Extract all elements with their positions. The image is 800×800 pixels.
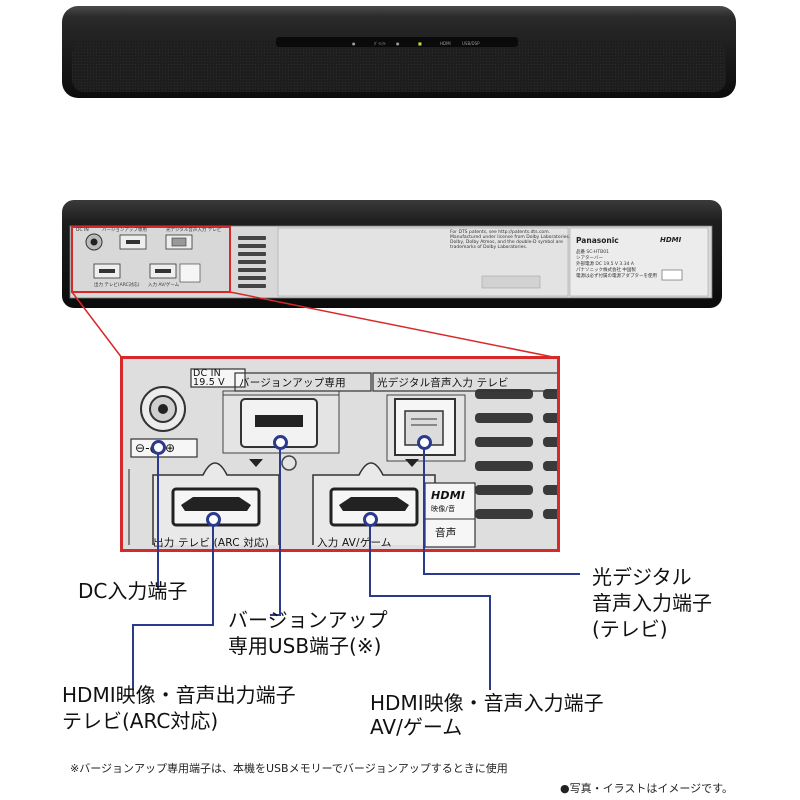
brand-logo: Panasonic xyxy=(576,236,619,245)
leader-dot-dc xyxy=(151,440,166,455)
rear-body xyxy=(62,200,722,308)
zoom-dc-voltage-label: 19.5 V xyxy=(193,377,225,388)
image-disclaimer: ●写真・イラストはイメージです。 xyxy=(560,782,734,795)
spec-line-5: 電源は必ず付属の電源アダプターを使用 xyxy=(576,274,657,279)
callout-hdmi-out-line1: HDMI映像・音声出力端子 xyxy=(62,683,296,707)
callout-hdmi-in-line1: HDMI映像・音声入力端子 xyxy=(370,691,604,715)
front-indicator-3: ■ xyxy=(418,41,422,46)
spec-line-4: パナソニック株式会社 中国製 xyxy=(576,268,636,273)
rear-port-label-optical: 光デジタル音声入力 テレビ xyxy=(166,228,222,233)
leader-dot-hdmi-out xyxy=(206,512,221,527)
license-line-4: trademarks of Dolby Laboratories. xyxy=(450,245,528,250)
callout-hdmi-in-line2: AV/ゲーム xyxy=(370,715,463,739)
front-indicator-2: ● xyxy=(396,41,400,46)
rear-hdmi-logo: HDMI xyxy=(660,236,682,244)
front-indicator-1: ﾀﾞｲﾚｸﾄ xyxy=(374,40,386,46)
callout-usb-line2: 専用USB端子(※) xyxy=(228,634,382,658)
callout-optical-line1: 光デジタル xyxy=(592,565,692,589)
callout-usb-line1: バージョンアップ xyxy=(228,608,388,632)
soundbar-rear-view: バージョンアップ専用 光デジタル音声入力 テレビ 出力 テレビ(ARC対応) 入… xyxy=(62,200,722,308)
footnote-version-up: ※バージョンアップ専用端子は、本機をUSBメモリーでバージョンアップするときに使… xyxy=(70,762,508,775)
callout-dc-input: DC入力端子 xyxy=(78,579,188,603)
front-indicator-0: ● xyxy=(352,41,356,46)
spec-line-1: 品番 SC-HTB01 xyxy=(576,250,609,255)
zoom-hdmi-out-label: 出力 テレビ (ARC 対応) xyxy=(153,537,269,549)
leader-dot-usb xyxy=(273,435,288,450)
zoom-usb-label: バージョンアップ専用 xyxy=(239,377,346,389)
zoom-hdmi-logo: HDMI xyxy=(431,489,466,502)
zoom-dc-in-label: DC IN xyxy=(193,368,221,379)
zoom-hdmi-in-label: 入力 AV/ゲーム xyxy=(317,537,392,549)
soundbar-front-view: ● ﾀﾞｲﾚｸﾄ ● ■ HDMI USB/DSP xyxy=(62,6,736,98)
front-indicator-5: USB/DSP xyxy=(462,41,480,46)
zoom-optical-label: 光デジタル音声入力 テレビ xyxy=(377,377,509,389)
zoom-hdmi-audio-label: 音声 xyxy=(435,527,457,539)
callout-optical-line2: 音声入力端子 xyxy=(592,591,712,615)
leader-dot-optical xyxy=(417,435,432,450)
callout-optical-line3: (テレビ) xyxy=(592,617,668,641)
spec-line-2: シアターバー xyxy=(576,256,603,261)
leader-dot-hdmi-in xyxy=(363,512,378,527)
front-indicator-row: ● ﾀﾞｲﾚｸﾄ ● ■ HDMI USB/DSP xyxy=(352,40,480,46)
callout-hdmi-out-line2: テレビ(ARC対応) xyxy=(62,709,219,733)
rear-port-label-hdmi-in: 入力 AV/ゲーム xyxy=(148,283,180,288)
rear-port-label-hdmi-out: 出力 テレビ(ARC対応) xyxy=(94,283,140,288)
zoom-hdmi-sub-label: 映像/音 xyxy=(431,505,456,513)
license-line-3: Dolby, Dolby Atmos, and the double-D sym… xyxy=(450,240,563,245)
license-line-2: Manufactured under license from Dolby La… xyxy=(450,235,571,240)
rear-port-label-dc: DC IN xyxy=(76,228,89,233)
front-indicator-4: HDMI xyxy=(440,41,451,46)
rear-panel-zoom: DC IN 19.5 V バージョンアップ専用 光デジタル音声入力 テレビ ⊖-… xyxy=(120,356,560,552)
rear-port-label-usb: バージョンアップ専用 xyxy=(102,228,147,233)
spec-line-3: 外部電源 DC 19.5 V 3.34 A xyxy=(576,262,634,267)
license-line-1: For DTS patents, see http://patents.dts.… xyxy=(450,230,551,235)
